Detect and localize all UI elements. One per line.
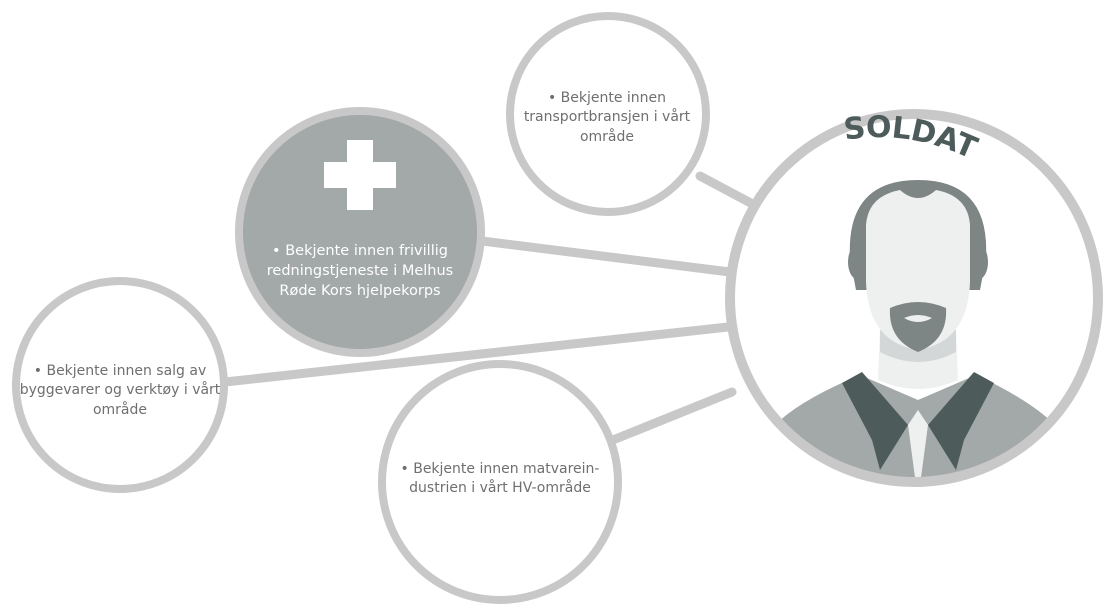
contact-label-food: • Bekjente innen matvarein-dustrien i vå… <box>400 460 600 496</box>
connector-building <box>220 322 733 387</box>
contact-label-transport: • Bekjente innen transportbransjen i vår… <box>523 90 691 145</box>
contact-circle-transport <box>506 12 710 216</box>
contact-circle-building <box>12 277 228 493</box>
person-icon <box>740 180 1090 482</box>
plus-icon <box>324 140 396 210</box>
contact-circle-red-cross <box>235 107 485 357</box>
connector-transport <box>695 171 765 213</box>
contact-circle-food <box>378 360 622 604</box>
connector-red-cross <box>477 236 735 277</box>
contact-label-building: • Bekjente innen salg av byggevarer og v… <box>19 363 221 418</box>
connectors <box>220 171 765 447</box>
contact-label-red-cross: • Bekjente innen frivillig redningstjene… <box>266 243 454 299</box>
connector-food <box>603 387 737 447</box>
